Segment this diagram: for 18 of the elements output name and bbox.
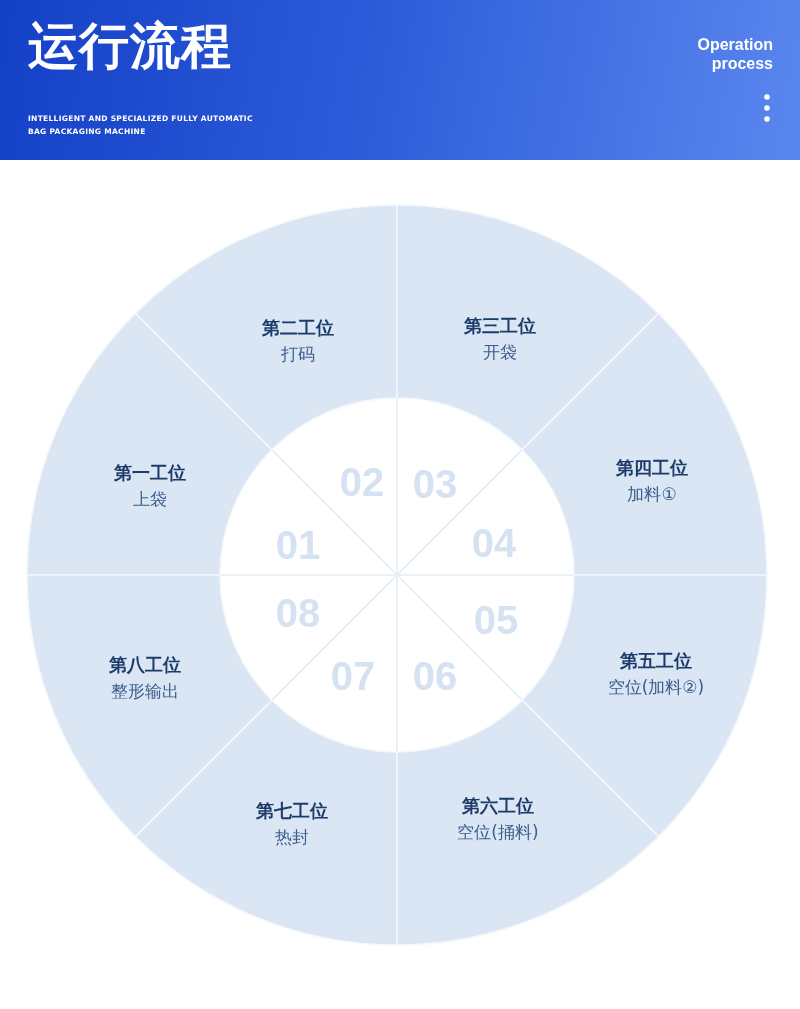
station-title: 第四工位 <box>616 456 688 480</box>
station-description: 热封 <box>274 826 310 849</box>
station-description: 加料① <box>626 483 678 506</box>
station-title: 第七工位 <box>256 799 328 823</box>
station-title: 第八工位 <box>109 653 181 677</box>
station-description: 空位(加料②) <box>607 676 705 699</box>
station-title: 第三工位 <box>464 314 536 338</box>
station-description: 上袋 <box>132 488 168 511</box>
station-description: 空位(捅料) <box>457 821 539 844</box>
station-description: 开袋 <box>482 341 518 364</box>
station-title: 第六工位 <box>461 794 535 818</box>
page-title: 运行流程 <box>28 18 232 74</box>
station-title: 第一工位 <box>114 461 186 485</box>
station-description: 打码 <box>280 343 316 366</box>
section-label: Operation process <box>696 35 773 73</box>
station-title: 第五工位 <box>619 649 693 673</box>
station-title: 第二工位 <box>262 316 334 340</box>
station-description: 整形输出 <box>110 680 180 703</box>
